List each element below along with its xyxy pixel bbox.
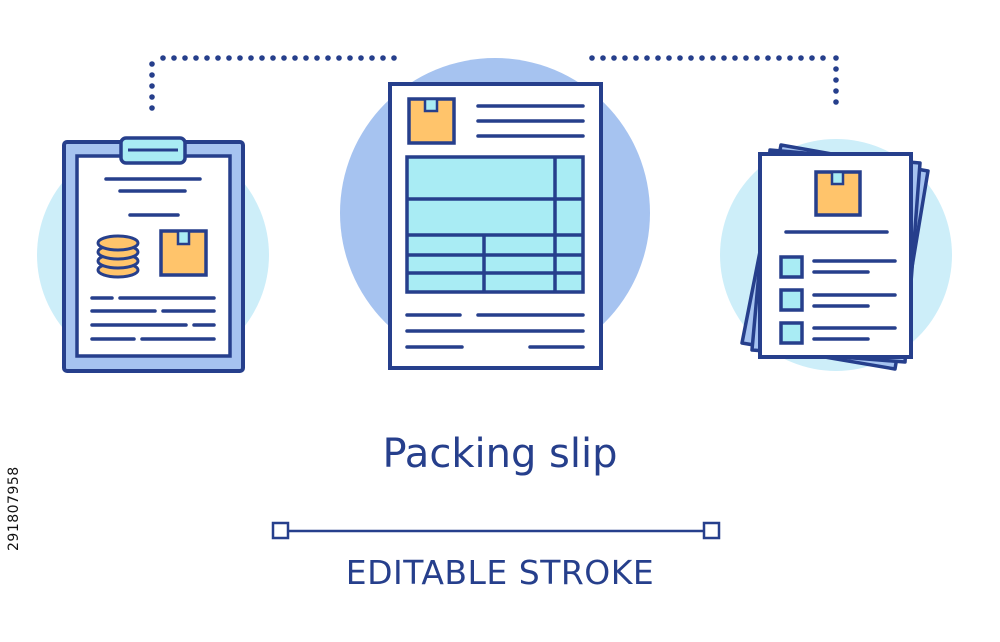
connector-dot xyxy=(171,55,177,61)
connector-dot xyxy=(270,55,276,61)
connector-dot xyxy=(833,66,839,72)
connector-dot xyxy=(347,55,353,61)
connector-dot xyxy=(776,55,782,61)
editable-stroke-line xyxy=(271,521,721,540)
connector-dot xyxy=(182,55,188,61)
invoice-header-lines xyxy=(476,104,585,138)
clipboard-clip xyxy=(119,136,187,165)
connector-dot xyxy=(809,55,815,61)
connector-dot xyxy=(358,55,364,61)
checkbox-icon xyxy=(779,255,804,345)
connector-dot xyxy=(644,55,650,61)
connector-dot xyxy=(833,55,839,61)
connector-dot xyxy=(622,55,628,61)
connector-dot xyxy=(292,55,298,61)
connector-dot xyxy=(149,61,155,67)
connector-dot xyxy=(281,55,287,61)
connector-dot xyxy=(677,55,683,61)
connector-dot xyxy=(193,55,199,61)
coin-stack-icon xyxy=(96,234,140,279)
connector-dot xyxy=(688,55,694,61)
connector-dot xyxy=(765,55,771,61)
connector-dot xyxy=(666,55,672,61)
invoice-footer-lines xyxy=(405,313,585,349)
connector-dot xyxy=(391,55,397,61)
connector-dot xyxy=(160,55,166,61)
clipboard-text-lines xyxy=(90,177,216,341)
connector-dot xyxy=(237,55,243,61)
invoice-document-icon xyxy=(388,82,603,370)
connector-dot xyxy=(380,55,386,61)
connector-dot xyxy=(600,55,606,61)
invoice-table xyxy=(405,155,585,294)
stock-id: 291807958 xyxy=(6,466,22,552)
checklist-lines xyxy=(812,259,897,341)
connector-dot xyxy=(833,77,839,83)
stroke-handle-right xyxy=(702,521,721,540)
connector-dot xyxy=(589,55,595,61)
connector-dot xyxy=(798,55,804,61)
connector-dot xyxy=(149,72,155,78)
connector-dot xyxy=(314,55,320,61)
stroke-handle-left xyxy=(271,521,290,540)
connector-dot xyxy=(699,55,705,61)
connector-dot xyxy=(754,55,760,61)
connector-dot xyxy=(259,55,265,61)
connector-dot xyxy=(248,55,254,61)
connector-dot xyxy=(226,55,232,61)
package-box-icon xyxy=(407,97,456,145)
connector-dot xyxy=(787,55,793,61)
connector-dot xyxy=(710,55,716,61)
clipboard-icon xyxy=(62,136,245,373)
connector-dot xyxy=(820,55,826,61)
connector-dot xyxy=(149,83,155,89)
connector-dot xyxy=(721,55,727,61)
connector-dot xyxy=(149,94,155,100)
package-box-icon xyxy=(814,170,862,217)
page-title: Packing slip xyxy=(382,431,618,477)
connector-dot xyxy=(204,55,210,61)
connector-dot xyxy=(336,55,342,61)
connector-dot xyxy=(655,55,661,61)
connector-dot xyxy=(611,55,617,61)
connector-dot xyxy=(833,88,839,94)
connector-dot xyxy=(215,55,221,61)
dotted-connector-left xyxy=(149,55,397,111)
connector-dot xyxy=(732,55,738,61)
document-stack-icon xyxy=(740,143,930,371)
connector-dot xyxy=(149,105,155,111)
editable-stroke-label: EDITABLE STROKE xyxy=(345,553,655,592)
package-box-icon xyxy=(159,229,208,277)
connector-dot xyxy=(633,55,639,61)
connector-dot xyxy=(833,99,839,105)
connector-dot xyxy=(303,55,309,61)
connector-dot xyxy=(325,55,331,61)
connector-dot xyxy=(369,55,375,61)
dotted-connector-right xyxy=(589,55,839,105)
connector-dot xyxy=(743,55,749,61)
